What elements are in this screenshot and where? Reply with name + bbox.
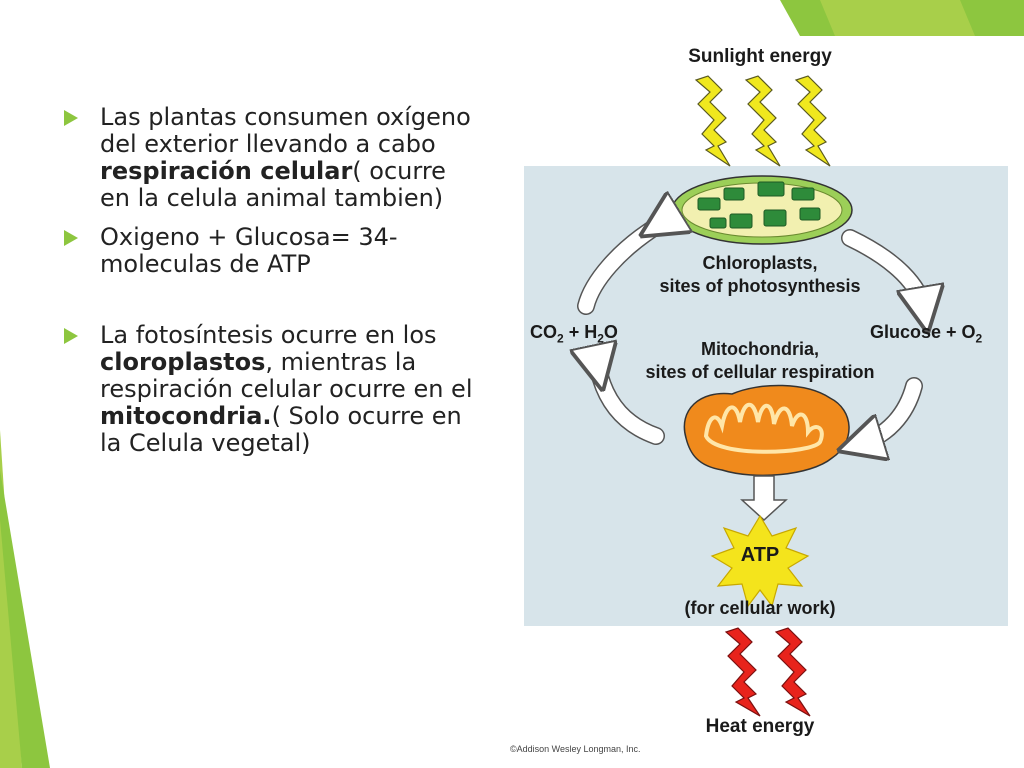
co2-subscript: 2 [557,331,564,346]
bullet-arrow-icon [64,230,78,246]
mitochondrion-illustration [683,384,850,477]
bullet-text: Oxigeno + Glucosa= 34-moleculas de ATP [100,223,398,278]
chloroplast-label-line: sites of photosynthesis [659,276,861,296]
sunlight-bolt-icon [794,75,831,167]
o-text: O [603,322,618,342]
plus-h-text: + H [563,322,598,342]
bullet-arrow-icon [64,110,78,126]
bullet-bold-text: respiración celular [100,157,353,185]
atp-label: ATP [740,544,780,566]
heat-energy-label: Heat energy [705,716,815,737]
cycle-arrows-fill [586,224,924,444]
glucose-text: Glucose + O [870,322,976,342]
bullet-text: , mientras la respiración celular ocurre… [100,348,473,403]
diagram-graphics [524,75,1008,717]
chloroplast-illustration [671,175,853,245]
glucose-o2-label: Glucose + O2 [870,322,1010,346]
bullet-atp: Oxigeno + Glucosa= 34-moleculas de ATP [62,224,482,278]
left-green-band [0,430,50,768]
mitochondria-label-line: sites of cellular respiration [645,362,875,382]
sunlight-bolt-icon [694,75,731,167]
co2-h2o-label: CO2 + H2O [530,322,640,346]
sunlight-energy-label: Sunlight energy [688,46,832,67]
bullet-list: Las plantas consumen oxígeno del exterio… [62,104,482,469]
chloroplast-label: Chloroplasts, sites of photosynthesis [620,252,900,298]
o2-subscript: 2 [975,331,983,346]
co2-text: CO [530,322,557,342]
bullet-text: ( Solo ocurre en la Celula vegetal) [100,402,462,457]
mitochondria-label-line: Mitochondria, [701,339,819,359]
heat-bolt-icon [774,627,811,717]
heat-bolt-icon [724,627,761,717]
mitochondria-label: Mitochondria, sites of cellular respirat… [620,338,900,384]
chloroplast-label-line: Chloroplasts, [702,253,818,273]
atp-burst-icon [710,514,810,608]
bullet-text: ( ocurre en la celula animal tambien) [100,157,446,212]
bullet-text: Las plantas consumen oxígeno del exterio… [100,103,471,158]
bullet-text: La fotosíntesis ocurre en los [100,321,437,349]
bullet-respiracion: Las plantas consumen oxígeno del exterio… [62,104,482,212]
bullet-bold-text: mitocondria. [100,402,272,430]
bullet-bold-text: cloroplastos [100,348,266,376]
bullet-fotosintesis: La fotosíntesis ocurre en los cloroplast… [62,322,482,457]
bullet-arrow-icon [64,328,78,344]
sunlight-bolt-icon [744,75,781,167]
cellular-work-label: (for cellular work) [684,598,836,618]
top-green-band [780,0,1024,36]
energy-cycle-diagram: Sunlight energy Chloroplasts, sites of p… [510,38,1020,766]
atp-down-arrow [740,475,788,522]
copyright-label: ©Addison Wesley Longman, Inc. [510,744,641,754]
h2o-subscript: 2 [597,331,604,346]
